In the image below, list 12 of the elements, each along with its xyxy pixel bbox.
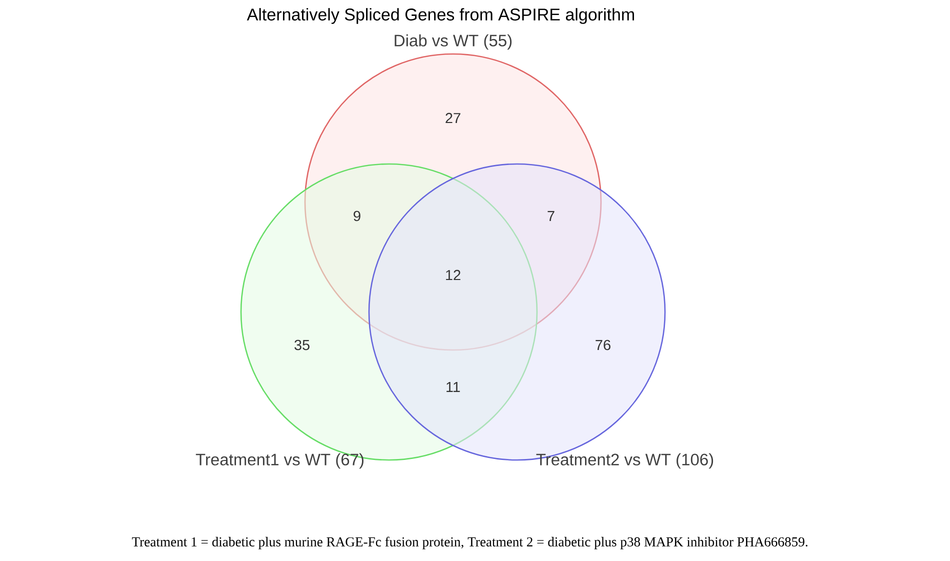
- region-count: 12: [446, 270, 460, 280]
- set-label: Treatment2 vs WT (106): [536, 453, 714, 469]
- region-count: 35: [294, 340, 310, 350]
- region-count: 11: [446, 382, 460, 392]
- caption: Treatment 1 = diabetic plus murine RAGE-Fc fusion protein, Treatment 2 = diabetic plus p38 MAPK inhibitor PHA666859.: [132, 536, 808, 550]
- region-count: 7: [548, 211, 554, 221]
- set-label: Diab vs WT (55): [394, 34, 512, 50]
- region-count: 27: [446, 112, 460, 124]
- set-label: Treatment1 vs WT (67): [196, 453, 364, 469]
- region-count: 76: [596, 340, 610, 350]
- region-count: 9: [354, 210, 360, 222]
- chart-title: Alternatively Spliced Genes from ASPIRE algorithm: [246, 8, 634, 24]
